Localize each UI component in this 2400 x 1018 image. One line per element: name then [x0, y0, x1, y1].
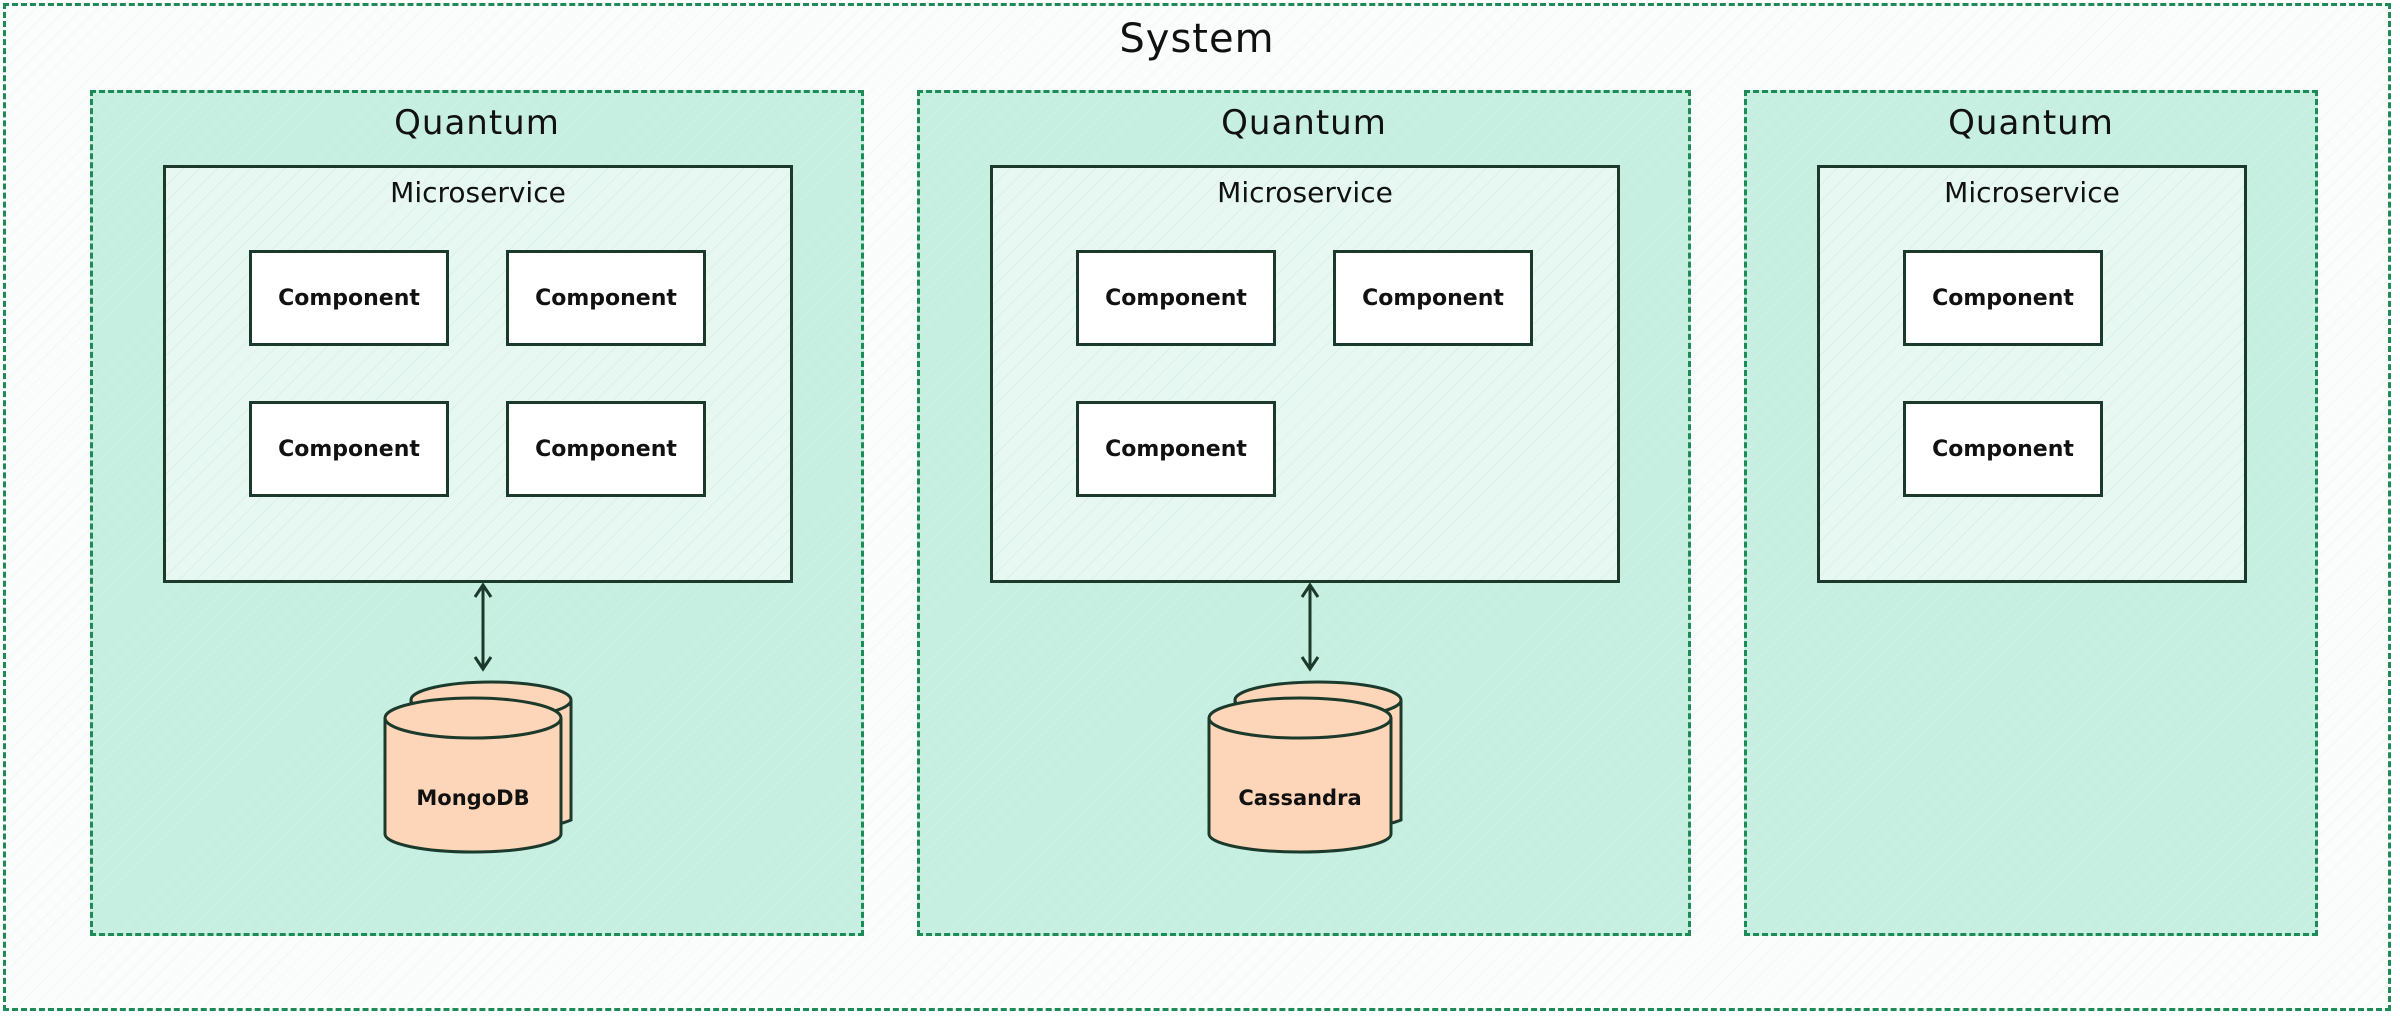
- quantum-title: Quantum: [394, 103, 560, 143]
- cassandra-database-icon: [1207, 680, 1403, 854]
- component-box: Component: [249, 401, 449, 497]
- database-label: MongoDB: [416, 786, 530, 810]
- mongodb-database-icon: [383, 680, 573, 854]
- quantum-title: Quantum: [1948, 103, 2114, 143]
- quantum-title: Quantum: [1221, 103, 1387, 143]
- microservice-title: Microservice: [390, 176, 566, 209]
- component-box: Component: [506, 250, 706, 346]
- component-box: Component: [249, 250, 449, 346]
- component-box: Component: [506, 401, 706, 497]
- system-boundary: System Quantum Microservice Component Co…: [3, 3, 2391, 1011]
- quantum-1: Quantum Microservice Component Component…: [90, 90, 864, 936]
- cassandra-connector-arrow: [1300, 582, 1320, 672]
- quantum-3: Quantum Microservice Component Component: [1744, 90, 2318, 936]
- component-box: Component: [1903, 401, 2103, 497]
- database-label: Cassandra: [1238, 786, 1362, 810]
- system-title: System: [1119, 16, 1275, 62]
- microservice-3: Microservice Component Component: [1817, 165, 2247, 583]
- component-box: Component: [1333, 250, 1533, 346]
- component-box: Component: [1076, 250, 1276, 346]
- component-box: Component: [1076, 401, 1276, 497]
- quantum-2: Quantum Microservice Component Component…: [917, 90, 1691, 936]
- microservice-1: Microservice Component Component Compone…: [163, 165, 793, 583]
- microservice-title: Microservice: [1217, 176, 1393, 209]
- microservice-2: Microservice Component Component Compone…: [990, 165, 1620, 583]
- component-box: Component: [1903, 250, 2103, 346]
- mongodb-connector-arrow: [473, 582, 493, 672]
- microservice-title: Microservice: [1944, 176, 2120, 209]
